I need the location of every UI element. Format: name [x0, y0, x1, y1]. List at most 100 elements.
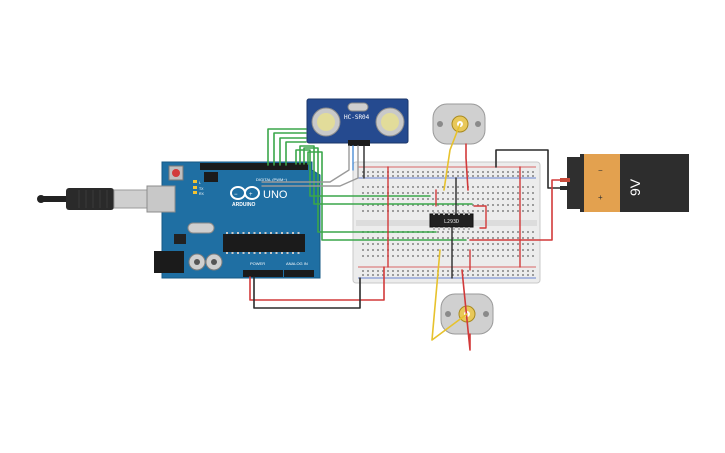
breadboard-hole — [492, 237, 494, 239]
ic-pin — [463, 212, 465, 215]
breadboard-hole — [362, 186, 364, 188]
dc-motor-top[interactable] — [432, 103, 486, 145]
breadboard-hole — [532, 175, 534, 177]
breadboard-hole — [402, 210, 404, 212]
breadboard-hole — [442, 270, 444, 272]
breadboard-hole — [497, 255, 499, 257]
breadboard-hole — [422, 192, 424, 194]
breadboard-hole — [502, 186, 504, 188]
wire-black-arduino — [253, 276, 361, 309]
wire-red-ic — [473, 205, 487, 229]
atmega-pin — [259, 232, 261, 234]
breadboard-hole — [372, 210, 374, 212]
breadboard-hole — [507, 243, 509, 245]
breadboard-hole — [517, 175, 519, 177]
breadboard-hole — [457, 231, 459, 233]
breadboard-hole — [457, 270, 459, 272]
battery-9v[interactable]: 9V − + — [560, 154, 689, 212]
breadboard-hole — [427, 171, 429, 173]
breadboard-hole — [452, 270, 454, 272]
atmega-pin — [259, 252, 261, 254]
breadboard-hole — [372, 237, 374, 239]
breadboard-hole — [457, 274, 459, 276]
breadboard-hole — [437, 198, 439, 200]
breadboard-hole — [472, 231, 474, 233]
breadboard-hole — [467, 198, 469, 200]
breadboard-hole — [532, 204, 534, 206]
breadboard-hole — [392, 175, 394, 177]
breadboard-hole — [442, 210, 444, 212]
breadboard-hole — [397, 198, 399, 200]
breadboard-hole — [402, 198, 404, 200]
breadboard-hole — [497, 274, 499, 276]
breadboard-hole — [392, 204, 394, 206]
breadboard-hole — [397, 210, 399, 212]
breadboard-hole — [482, 210, 484, 212]
breadboard-hole — [427, 186, 429, 188]
breadboard-hole — [412, 210, 414, 212]
ic-pin — [443, 212, 445, 215]
breadboard-hole — [377, 171, 379, 173]
breadboard-hole — [382, 186, 384, 188]
breadboard-hole — [472, 270, 474, 272]
breadboard-hole — [532, 270, 534, 272]
hc-sr04-sensor[interactable]: HC-SR04 — [306, 98, 409, 146]
breadboard-hole — [407, 192, 409, 194]
breadboard-hole — [447, 255, 449, 257]
breadboard-hole — [532, 192, 534, 194]
breadboard-hole — [422, 186, 424, 188]
breadboard-hole — [477, 270, 479, 272]
analog-label: ANALOG IN — [286, 261, 308, 266]
breadboard-hole — [402, 249, 404, 251]
breadboard-hole — [512, 171, 514, 173]
breadboard-hole — [462, 237, 464, 239]
breadboard-hole — [527, 192, 529, 194]
breadboard-hole — [417, 243, 419, 245]
atmega-pin — [264, 252, 267, 254]
breadboard-hole — [487, 274, 489, 276]
breadboard-hole — [527, 243, 529, 245]
breadboard-hole — [517, 243, 519, 245]
breadboard-hole — [487, 255, 489, 257]
wire-yellow-motor-top — [443, 123, 461, 191]
battery-voltage-label: 9V — [627, 178, 643, 196]
power-pin-header[interactable] — [243, 270, 283, 277]
breadboard-hole — [432, 237, 434, 239]
breadboard-hole — [437, 249, 439, 251]
breadboard-hole — [482, 270, 484, 272]
breadboard-hole — [432, 186, 434, 188]
breadboard-hole — [402, 204, 404, 206]
breadboard-hole — [362, 192, 364, 194]
breadboard-hole — [472, 175, 474, 177]
breadboard-hole — [472, 171, 474, 173]
breadboard-hole — [507, 274, 509, 276]
breadboard-hole — [532, 255, 534, 257]
arduino-uno-board[interactable]: − + UNO ARDUINO DIGITAL (PWM~) POWER ANA… — [37, 161, 321, 279]
breadboard-hole — [452, 175, 454, 177]
analog-pin-header[interactable] — [284, 270, 314, 277]
arduino-logo: − + — [230, 186, 260, 200]
breadboard-hole — [452, 186, 454, 188]
ic-label: L293D — [444, 219, 459, 225]
breadboard-hole — [367, 204, 369, 206]
l293d-driver-ic[interactable]: L293D — [429, 212, 474, 230]
breadboard-hole — [512, 255, 514, 257]
breadboard-hole — [477, 210, 479, 212]
breadboard-hole — [492, 171, 494, 173]
svg-text:+: + — [249, 192, 253, 198]
breadboard-hole — [402, 255, 404, 257]
digital-pin-header[interactable] — [200, 163, 308, 170]
breadboard-hole — [377, 186, 379, 188]
breadboard-hole — [477, 249, 479, 251]
breadboard-hole — [447, 274, 449, 276]
breadboard-hole — [417, 210, 419, 212]
breadboard-hole — [487, 186, 489, 188]
breadboard-hole — [497, 198, 499, 200]
atmega-pin — [281, 232, 283, 234]
breadboard-hole — [402, 270, 404, 272]
breadboard-hole — [377, 243, 379, 245]
breadboard-hole — [372, 274, 374, 276]
atmega-pin — [237, 252, 239, 254]
breadboard-hole — [392, 171, 394, 173]
